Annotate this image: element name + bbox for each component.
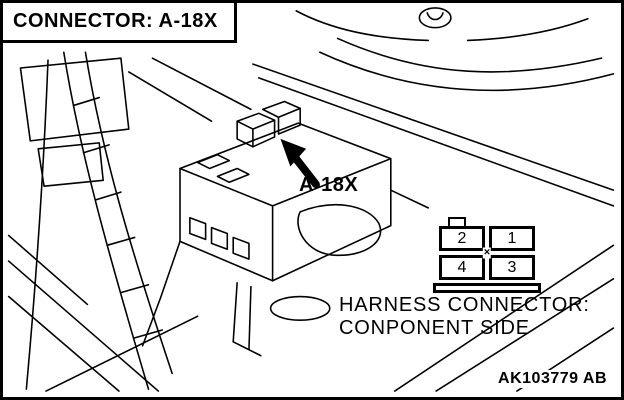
pinout-center-mark: × — [482, 246, 492, 259]
harness-caption: HARNESS CONNECTOR: CONPONENT SIDE — [339, 294, 590, 340]
callout-arrow-icon — [280, 138, 320, 189]
hood-latch-icon — [418, 7, 452, 29]
pinout-tab — [448, 217, 466, 226]
caption-line-1: HARNESS CONNECTOR: — [339, 294, 590, 316]
reference-code: AK103779 AB — [494, 370, 607, 388]
pin-cell-3: 3 — [489, 255, 535, 280]
engine-bay-illustration — [7, 7, 615, 392]
connector-callout-label: A-18X — [299, 174, 359, 196]
pin-cell-1: 1 — [489, 226, 535, 251]
pin-cell-4: 4 — [439, 255, 485, 280]
pinout-diagram: 2 1 4 3 × — [433, 217, 541, 293]
pinout-grid: 2 1 4 3 × — [439, 226, 535, 280]
title-box: CONNECTOR: A-18X — [3, 3, 237, 43]
caption-line-2: CONPONENT SIDE — [339, 317, 530, 339]
pinout-base — [433, 283, 541, 293]
pin-cell-2: 2 — [439, 226, 485, 251]
figure-title: CONNECTOR: A-18X — [13, 10, 218, 32]
